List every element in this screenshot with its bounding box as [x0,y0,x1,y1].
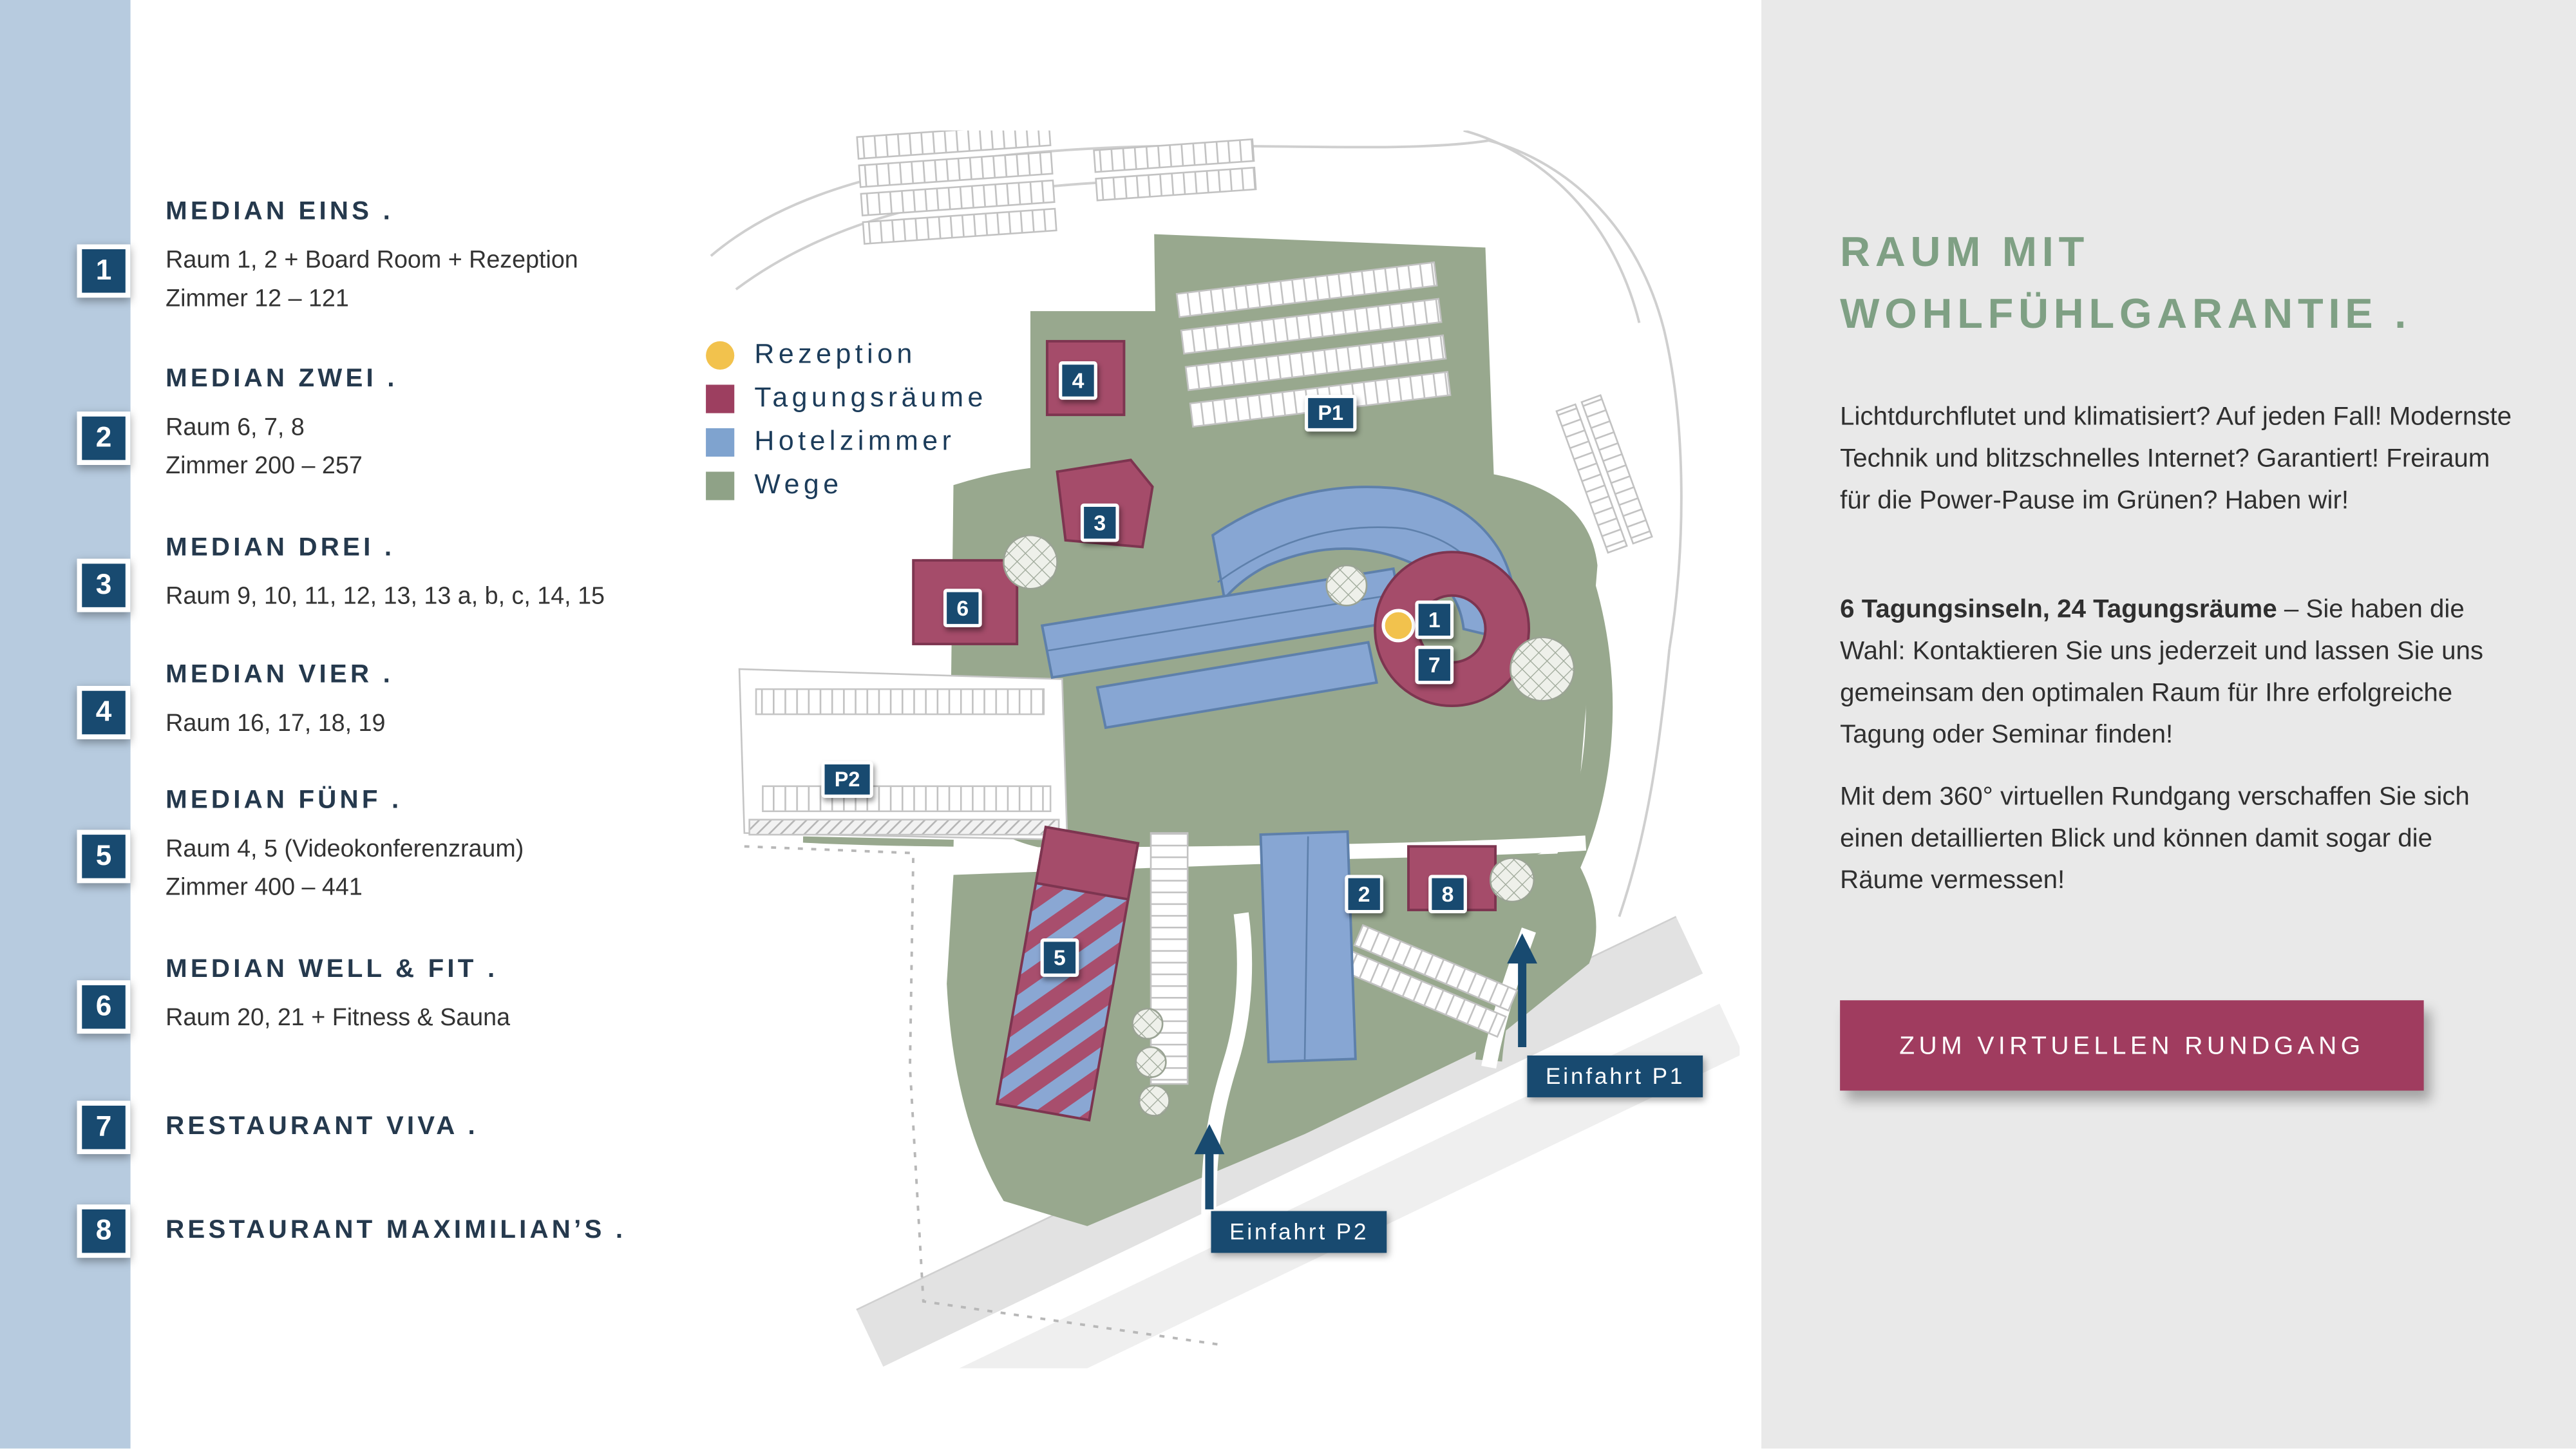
legend-label: Wege [754,469,843,500]
panel-paragraph-2: 6 Tagungsinseln, 24 Tagungsräume – Sie h… [1840,589,2512,756]
item-detail: Raum 9, 10, 11, 12, 13, 13 a, b, c, 14, … [166,583,605,611]
number-badge: 5 [77,829,131,884]
number-badge: 4 [77,685,131,740]
number-badge: 3 [77,558,131,612]
panel-paragraph-3: Mit dem 360° virtuellen Rundgang verscha… [1840,782,2470,895]
item-detail: Raum 16, 17, 18, 19 [166,710,386,738]
panel-paragraph-2-bold: 6 Tagungsinseln, 24 Tagungsräume [1840,595,2277,624]
reception-dot [1381,609,1416,643]
item-title: MEDIAN VIER . [166,660,393,690]
legend-row-rezeption: Rezeption [706,339,987,370]
parking-p1 [1175,261,1452,428]
panel-title: RAUM MIT WOHLFÜHLGARANTIE . [1840,222,2411,346]
number-badge: 8 [77,1204,131,1258]
map-marker-p1: P1 [1304,394,1357,432]
map-marker-1: 1 [1415,600,1454,639]
map-marker-p2: P2 [821,761,873,798]
item-title: RESTAURANT MAXIMILIAN’S . [166,1216,627,1245]
number-badge: 6 [77,980,131,1034]
legend-label: Hotelzimmer [754,426,956,457]
item-detail: Raum 20, 21 + Fitness & Sauna [166,1005,511,1032]
meeting-rooms-swatch-icon [706,384,735,413]
parking-p2 [738,668,1068,841]
parking-top [856,130,1257,245]
item-title: MEDIAN EINS . [166,197,393,226]
item-detail: Raum 6, 7, 8 [166,415,305,442]
map-marker-6: 6 [943,589,982,628]
map-legend: Rezeption Tagungsräume Hotelzimmer Wege [706,339,987,515]
entrance-label-p2: Einfahrt P2 [1211,1211,1388,1253]
list-item-median-fuenf: 5 MEDIAN FÜNF . Raum 4, 5 (Videokonferen… [77,786,662,909]
legend-row-hotelzimmer: Hotelzimmer [706,426,987,457]
map-marker-5: 5 [1040,938,1079,977]
item-title: MEDIAN WELL & FIT . [166,955,498,984]
number-badge: 2 [77,411,131,466]
entrance-label-p1: Einfahrt P1 [1527,1055,1703,1097]
virtual-tour-button[interactable]: ZUM VIRTUELLEN RUNDGANG [1840,1000,2424,1091]
parking-bottom [1150,832,1519,1085]
item-detail: Raum 4, 5 (Videokonferenzraum) [166,836,524,864]
panel-title-line2: WOHLFÜHLGARANTIE . [1840,290,2412,338]
legend-row-wege: Wege [706,469,987,500]
map-marker-7: 7 [1415,645,1454,685]
entrance-arrows [1194,933,1538,1209]
item-title: MEDIAN ZWEI . [166,365,398,393]
item-detail: Zimmer 400 – 441 [166,875,363,902]
reception-swatch-icon [706,341,735,370]
list-item-median-well-fit: 6 MEDIAN WELL & FIT . Raum 20, 21 + Fitn… [77,955,662,1039]
legend-label: Rezeption [754,339,916,370]
legend-row-tagungsraeume: Tagungsräume [706,383,987,413]
panel-paragraph-2-rest: – Sie haben die Wahl: Kontaktieren Sie u… [1840,595,2484,750]
map-marker-4: 4 [1059,361,1097,400]
parking-east [1555,394,1653,554]
info-panel: RAUM MIT WOHLFÜHLGARANTIE . Lichtdurchfl… [1761,0,2576,1449]
panel-paragraph-1: Lichtdurchflutet und klimatisiert? Auf j… [1840,402,2512,515]
site-map-illustration [710,130,1740,1368]
item-title: MEDIAN FÜNF . [166,786,402,815]
item-detail: Raum 1, 2 + Board Room + Rezeption [166,247,578,274]
list-item-median-vier: 4 MEDIAN VIER . Raum 16, 17, 18, 19 [77,661,662,744]
item-title: MEDIAN DREI . [166,533,395,562]
trees [1003,534,1575,1117]
item-detail: Zimmer 200 – 257 [166,453,363,480]
list-item-restaurant-viva: 7 RESTAURANT VIVA . [77,1101,662,1157]
paths-swatch-icon [706,471,735,500]
item-title: RESTAURANT VIVA . [166,1112,478,1141]
hotel-rooms-swatch-icon [706,428,735,457]
map-marker-8: 8 [1428,875,1467,914]
map-marker-2: 2 [1345,875,1384,914]
item-detail: Zimmer 12 – 121 [166,286,349,313]
list-item-median-eins: 1 MEDIAN EINS . Raum 1, 2 + Board Room +… [77,197,662,319]
legend-label: Tagungsräume [754,383,987,413]
number-badge: 7 [77,1101,131,1155]
list-item-median-drei: 3 MEDIAN DREI . Raum 9, 10, 11, 12, 13, … [77,534,662,618]
panel-title-line1: RAUM MIT [1840,229,2090,276]
list-item-restaurant-maximilians: 8 RESTAURANT MAXIMILIAN’S . [77,1204,662,1261]
number-badge: 1 [77,244,131,298]
map-marker-3: 3 [1080,503,1119,542]
list-item-median-zwei: 2 MEDIAN ZWEI . Raum 6, 7, 8 Zimmer 200 … [77,365,662,487]
